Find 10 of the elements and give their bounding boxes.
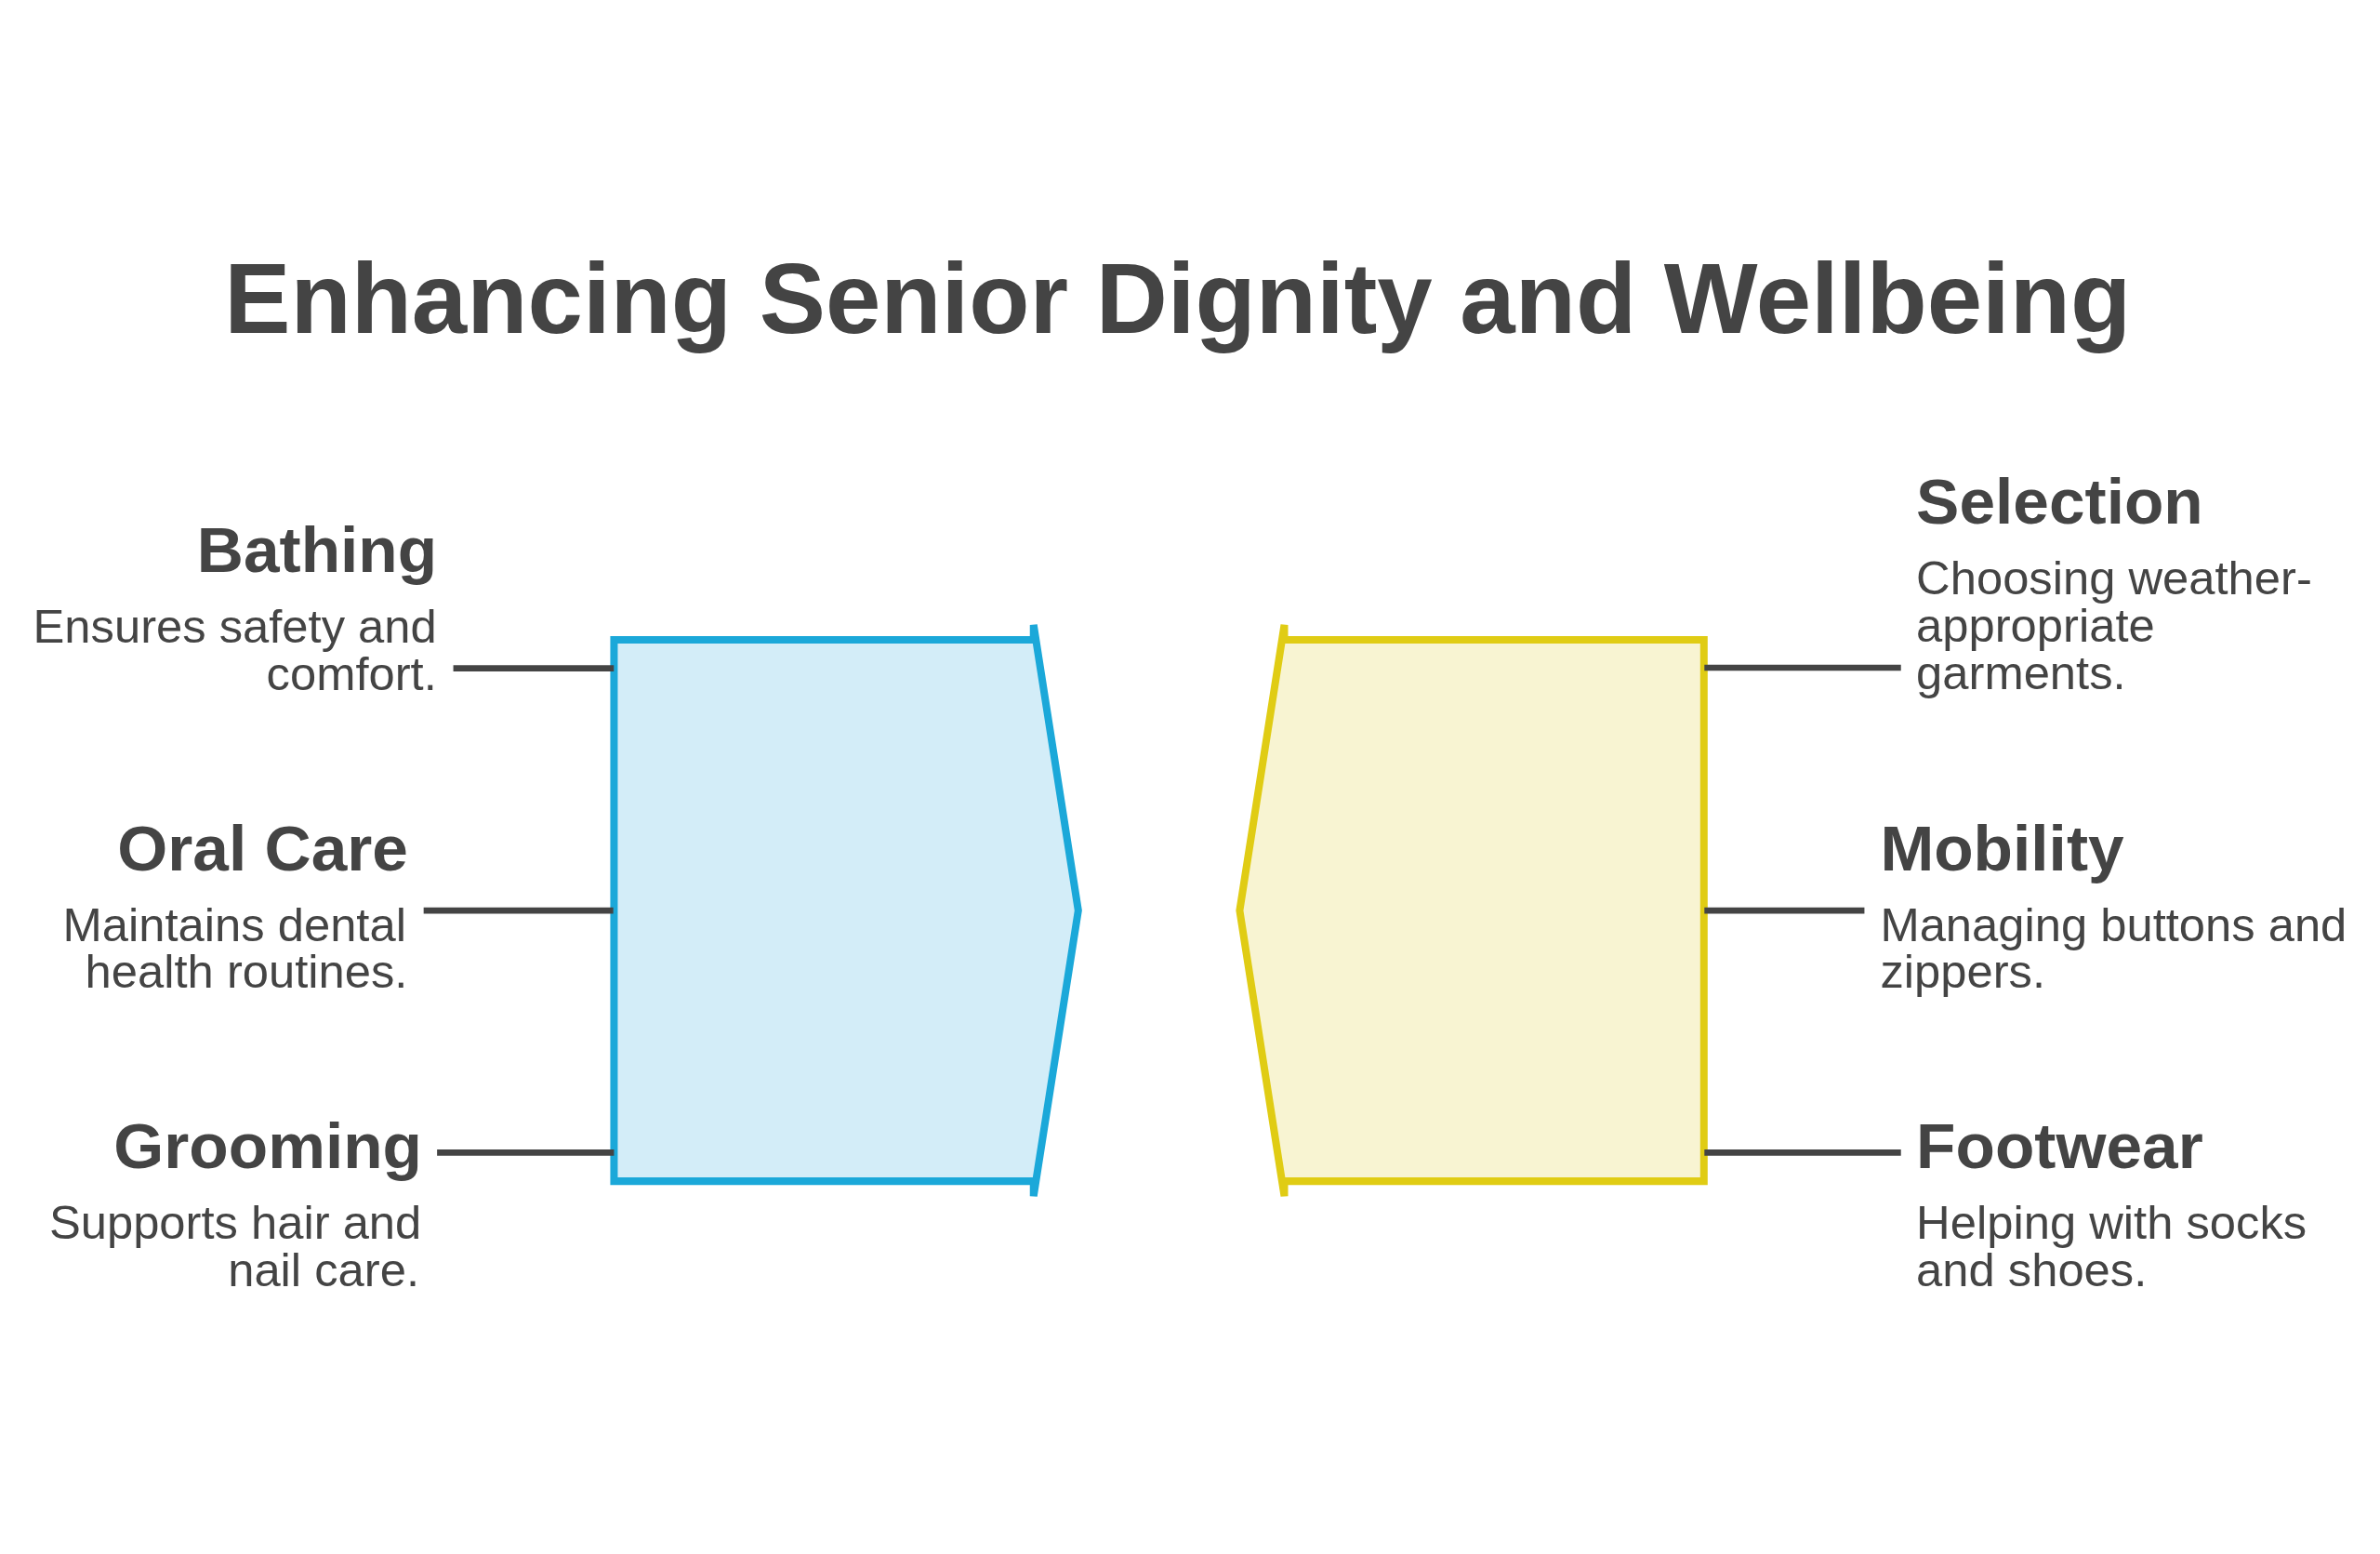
node-text: Oral Care Maintains dental health routines. bbox=[62, 811, 408, 999]
node-text: Footwear Helping with socks and shoes. bbox=[1916, 1109, 2307, 1296]
connector bbox=[1704, 907, 1865, 914]
node-text: Selection Choosing weather-appropriate garments. bbox=[1916, 465, 2312, 699]
node-text: Mobility Managing buttons and zippers. bbox=[1880, 811, 2347, 999]
connector bbox=[453, 665, 615, 671]
diagram-title: Enhancing Senior Dignity and Wellbeing bbox=[224, 243, 2132, 355]
node-text: Bathing Ensures safety and comfort. bbox=[33, 513, 438, 700]
node-text: Grooming Supports hair and nail care. bbox=[48, 1109, 422, 1296]
connector bbox=[423, 907, 614, 914]
